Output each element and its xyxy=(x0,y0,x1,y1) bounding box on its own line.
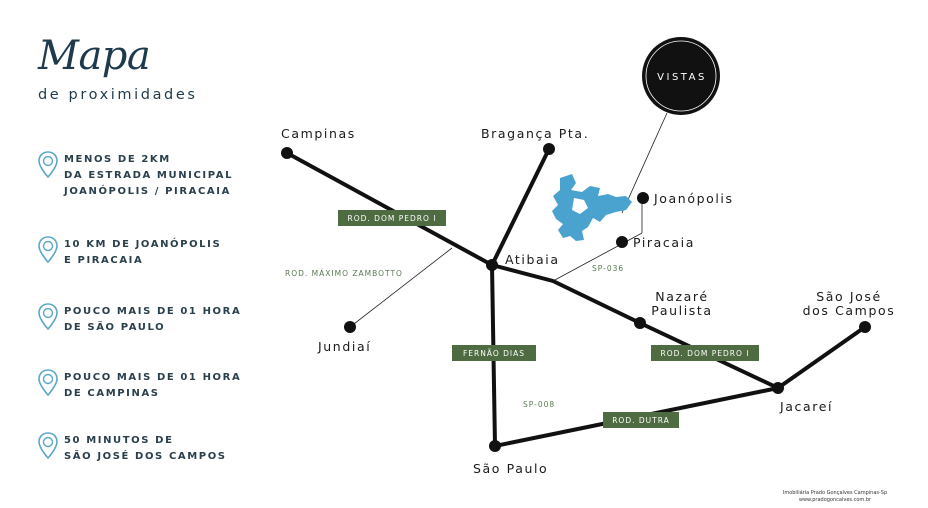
city-label-campinas: Campinas xyxy=(281,126,356,141)
city-label-braganca: Bragança Pta. xyxy=(481,126,589,141)
feature-text: POUCO MAIS DE 01 HORA DE SÃO PAULO xyxy=(64,306,242,333)
vistas-logo: VISTAS xyxy=(642,37,720,115)
road-label-sp036: SP-036 xyxy=(592,264,624,273)
road-label-box xyxy=(452,345,536,361)
city-label-nazare-2: Paulista xyxy=(651,303,712,318)
city-dot-atibaia xyxy=(486,259,498,271)
road-label-fernao-dias: FERNÃO DIAS xyxy=(463,349,525,358)
city-label-atibaia: Atibaia xyxy=(505,252,560,267)
credit-line-1: Imobiliária Prado Gonçalves Campinas-Sp xyxy=(782,490,888,496)
city-dot-jacarei xyxy=(772,382,784,394)
feature-text: 50 MINUTOS DE SÃO JOSÉ DOS CAMPOS xyxy=(64,435,227,462)
city-label-piracaia: Piracaia xyxy=(633,235,695,250)
location-pin-icon xyxy=(38,432,58,460)
road-label-box xyxy=(651,345,759,361)
city-label-jacarei: Jacareí xyxy=(779,399,833,414)
vistas-logo-ring xyxy=(645,40,717,112)
location-pin-icon xyxy=(38,151,58,179)
lake-island xyxy=(572,198,588,214)
credit-line-2: www.pradogoncalves.com.br xyxy=(798,497,872,503)
road-dom-pedro xyxy=(286,151,779,390)
vistas-logo-circle xyxy=(642,37,720,115)
city-label-joanopolis: Joanópolis xyxy=(653,191,734,206)
feature-item: POUCO MAIS DE 01 HORA DE SÃO PAULO xyxy=(36,302,246,346)
road-label-box xyxy=(338,210,446,226)
city-label-sjc-2: dos Campos xyxy=(803,303,896,318)
road-label-dutra: ROD. DUTRA xyxy=(612,416,670,425)
road-label-dom-pedro-1: ROD. DOM PEDRO I xyxy=(348,214,437,223)
feature-item: POUCO MAIS DE 01 HORA DE CAMPINAS xyxy=(36,368,246,412)
city-dot-sao-paulo xyxy=(489,440,501,452)
city-dot-jundiai xyxy=(344,321,356,333)
feature-item: 50 MINUTOS DE SÃO JOSÉ DOS CAMPOS xyxy=(36,431,246,475)
road-sp036 xyxy=(552,232,643,282)
location-pin-icon xyxy=(38,303,58,331)
feature-text: POUCO MAIS DE 01 HORA DE CAMPINAS xyxy=(64,372,242,399)
credit: Imobiliária Prado Gonçalves Campinas-Sp … xyxy=(765,490,905,504)
city-dot-campinas xyxy=(281,147,293,159)
road-label-dom-pedro-2: ROD. DOM PEDRO I xyxy=(661,349,750,358)
city-label-nazare-1: Nazaré xyxy=(655,289,708,304)
feature-item: MENOS DE 2KM DA ESTRADA MUNICIPAL JOANÓP… xyxy=(36,150,246,197)
road-braganca xyxy=(490,148,551,266)
vistas-logo-text: VISTAS xyxy=(657,72,707,83)
feature-text: MENOS DE 2KM DA ESTRADA MUNICIPAL JOANÓP… xyxy=(64,154,234,197)
city-dot-sjc xyxy=(859,321,871,333)
road-zambotto xyxy=(349,247,453,328)
feature-item: 10 KM DE JOANÓPOLIS E PIRACAIA xyxy=(36,235,246,279)
city-dot-joanopolis xyxy=(637,192,649,204)
page-title: Mapa xyxy=(38,33,151,79)
city-label-sao-paulo: São Paulo xyxy=(473,461,548,476)
road-label-zambotto: ROD. MÁXIMO ZAMBOTTO xyxy=(285,269,403,278)
city-dot-nazare xyxy=(634,317,646,329)
city-label-sjc-1: São José xyxy=(816,289,882,304)
location-pin-icon xyxy=(38,236,58,264)
city-dot-braganca xyxy=(543,143,555,155)
logo-pointer-line xyxy=(621,112,668,214)
city-label-jundiai: Jundiaí xyxy=(317,339,371,354)
road-sjc xyxy=(776,325,867,390)
location-pin-icon xyxy=(38,369,58,397)
lake-shape xyxy=(552,174,632,241)
city-dot-piracaia xyxy=(616,236,628,248)
feature-text: 10 KM DE JOANÓPOLIS E PIRACAIA xyxy=(64,239,222,266)
road-label-box xyxy=(603,412,679,428)
page-subtitle: de proximidades xyxy=(38,87,198,103)
road-label-sp008: SP-008 xyxy=(523,400,555,409)
